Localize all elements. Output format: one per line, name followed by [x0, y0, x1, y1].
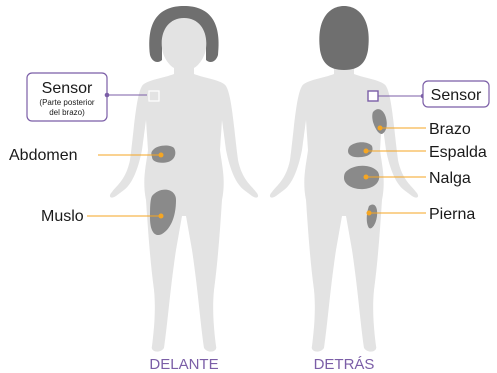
back-sensor-callout: Sensor	[378, 81, 489, 107]
back-leg-callout: Pierna	[367, 206, 476, 223]
front-thigh-label: Muslo	[41, 208, 84, 225]
front-sensor-label: Sensor	[42, 80, 93, 97]
front-sensor-note-line2: del brazo)	[49, 108, 85, 117]
front-figure	[110, 6, 258, 352]
back-figure	[270, 6, 418, 352]
front-thigh-leader-dot-icon	[159, 214, 164, 219]
front-abdomen-label: Abdomen	[9, 147, 78, 164]
front-abdomen-leader-dot-icon	[159, 153, 164, 158]
back-sensor-marker-icon	[368, 91, 378, 101]
back-buttock-label: Nalga	[429, 170, 471, 187]
back-back-label: Espalda	[429, 144, 487, 161]
back-view-label: DETRÁS	[314, 356, 375, 373]
back-back-callout: Espalda	[364, 144, 487, 161]
front-sensor-callout: Sensor (Parte posterior del brazo)	[27, 73, 147, 121]
front-sensor-note-line1: (Parte posterior	[39, 98, 94, 107]
back-hair	[319, 6, 368, 70]
back-leg-label: Pierna	[429, 206, 475, 223]
front-thigh-callout: Muslo	[41, 208, 164, 225]
front-sensor-leader-dot-icon	[105, 93, 110, 98]
back-arm-label: Brazo	[429, 121, 471, 138]
front-body-silhouette	[110, 18, 258, 352]
back-sensor-label: Sensor	[431, 87, 482, 104]
front-view-label: DELANTE	[149, 356, 218, 373]
